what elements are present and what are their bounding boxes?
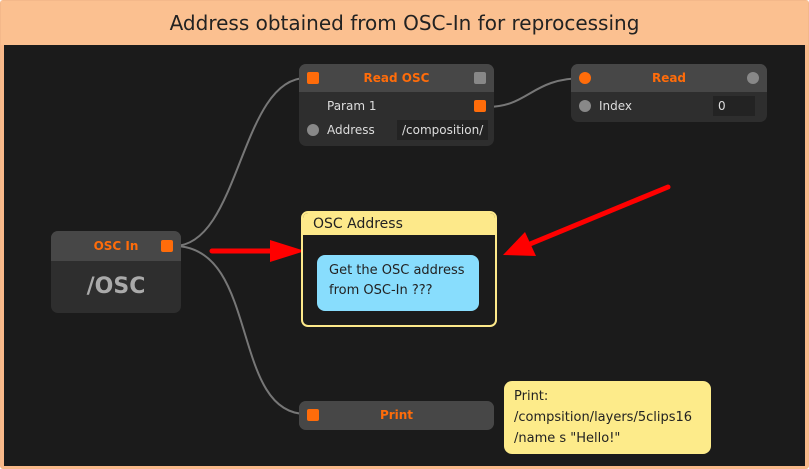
param-output-port[interactable] [474, 100, 486, 112]
node-title: Read OSC [363, 71, 430, 85]
read-node[interactable]: Read Index 0 [571, 64, 767, 122]
page-title: Address obtained from OSC-In for reproce… [1, 1, 808, 45]
output-port[interactable] [161, 240, 173, 252]
wire [173, 77, 307, 247]
address-label: Address [327, 123, 375, 137]
input-port[interactable] [307, 72, 319, 84]
node-title: OSC In [93, 239, 139, 253]
output-port[interactable] [474, 72, 486, 84]
osc-address-group[interactable]: OSC Address Get the OSC address from OSC… [301, 211, 497, 327]
address-field[interactable]: /composition/ [397, 120, 489, 140]
param-label: Param 1 [327, 99, 377, 113]
note-bubble: Get the OSC address from OSC-In ??? [317, 255, 479, 311]
node-title: Print [379, 408, 414, 422]
index-label: Index [599, 99, 633, 113]
red-arrow-right [503, 184, 671, 256]
input-port[interactable] [579, 72, 591, 84]
group-title: OSC Address [303, 213, 495, 235]
wire [485, 77, 586, 108]
red-arrow-left [209, 240, 305, 262]
print-node[interactable]: Print [299, 401, 494, 430]
node-title: Read [651, 71, 687, 85]
output-port[interactable] [747, 72, 759, 84]
address-port[interactable] [307, 124, 319, 136]
wire [173, 245, 307, 415]
read-osc-node[interactable]: Read OSC Param 1 Address/composition/ [299, 64, 494, 146]
index-port[interactable] [579, 100, 591, 112]
input-port[interactable] [307, 409, 319, 421]
index-field[interactable]: 0 [713, 96, 755, 116]
osc-in-node[interactable]: OSC In /OSC [51, 231, 181, 313]
osc-value: /OSC [86, 274, 146, 299]
print-note: Print: /compsition/layers/5clips16 /name… [504, 381, 711, 454]
